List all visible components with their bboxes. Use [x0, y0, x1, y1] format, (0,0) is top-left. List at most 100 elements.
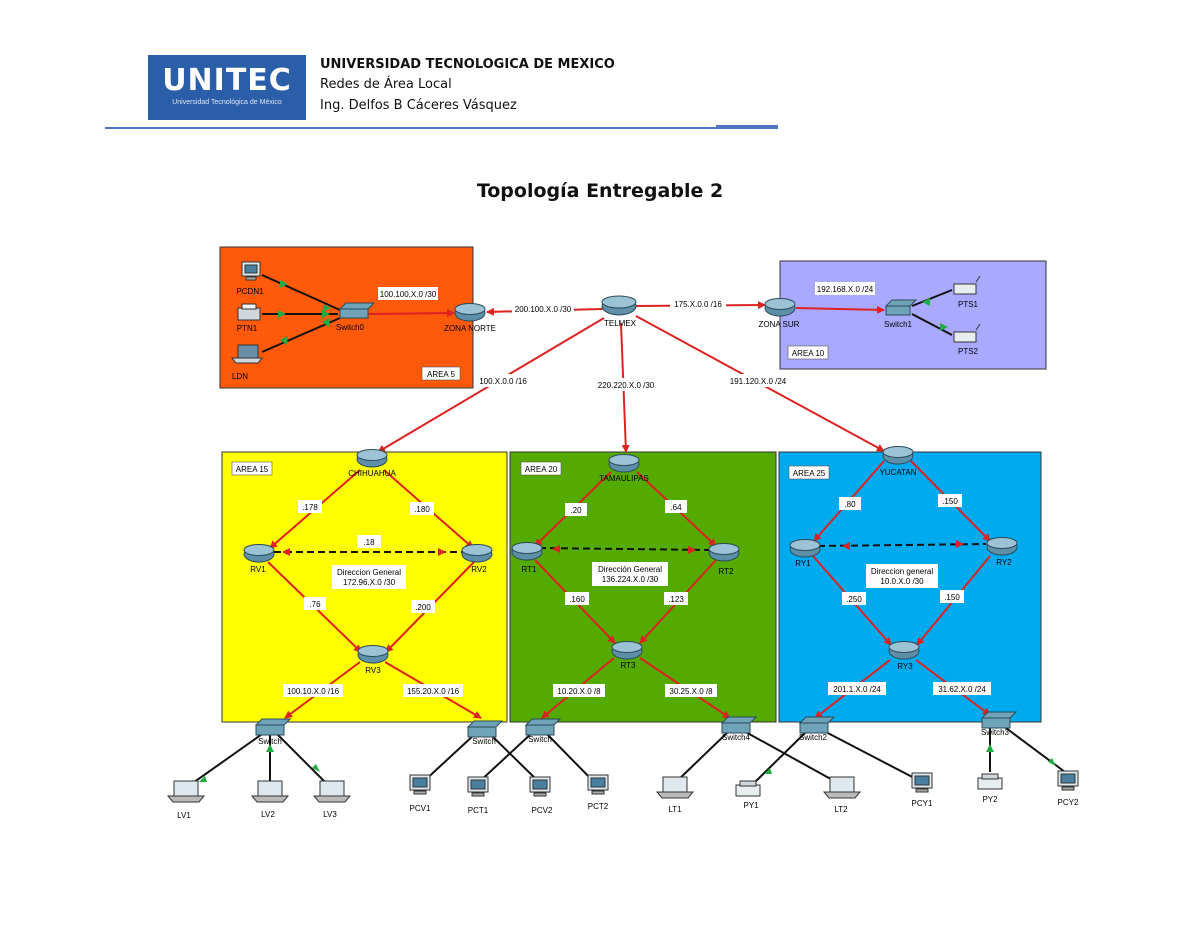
course-name: Redes de Área Local — [320, 77, 452, 92]
label-zona-norte: ZONA NORTE — [444, 324, 496, 333]
label-ch-rv2: .180 — [414, 505, 430, 514]
pc-pcy1-icon[interactable] — [911, 772, 933, 793]
laptop-lt1-icon[interactable] — [655, 776, 695, 799]
label-telmex-zn: 200.100.X.0 /30 — [515, 305, 572, 314]
router-zona-sur-icon[interactable] — [764, 298, 796, 317]
label-rv3-sw1: 100.10.X.0 /16 — [287, 687, 340, 696]
laptop-lt2-icon[interactable] — [822, 776, 862, 799]
router-tamaulipas-icon[interactable] — [608, 454, 640, 473]
switch0-icon[interactable] — [338, 302, 376, 319]
router-chihuahua-icon[interactable] — [356, 449, 388, 468]
laptop-lv1-icon[interactable] — [166, 780, 206, 803]
label-rt3: RT3 — [621, 661, 637, 670]
link-sw4-lt2 — [741, 729, 839, 784]
router-telmex-icon[interactable] — [601, 295, 637, 316]
router-rt1-icon[interactable] — [511, 542, 543, 561]
printer-ptn1-icon[interactable] — [237, 303, 261, 321]
dg-t-title: Dirección General — [598, 565, 662, 574]
router-rt2-icon[interactable] — [708, 543, 740, 562]
pc-pcv2-icon[interactable] — [529, 776, 551, 797]
router-rv2-icon[interactable] — [461, 544, 493, 563]
printer-py1-icon[interactable] — [735, 780, 761, 797]
switch-ch-right-icon[interactable] — [466, 720, 504, 738]
header-rule — [105, 127, 777, 129]
laptop-ldn-icon[interactable] — [230, 344, 264, 364]
label-pct1: PCT1 — [468, 806, 489, 815]
printer-py2-icon[interactable] — [977, 773, 1003, 790]
pc-pcdn1-icon[interactable] — [241, 261, 261, 281]
label-ry3-sw1: 201.1.X.0 /24 — [833, 685, 881, 694]
end-device-icons — [166, 261, 1079, 803]
area-10-label: AREA 10 — [792, 349, 825, 358]
pc-pct1-icon[interactable] — [467, 776, 489, 797]
link-sw2b-pcy1 — [821, 729, 921, 782]
router-ry2-icon[interactable] — [986, 537, 1018, 556]
router-rv3-icon[interactable] — [357, 645, 389, 664]
label-zona-sur: ZONA SUR — [759, 320, 800, 329]
label-sw-tm-right: Switch4 — [722, 733, 751, 742]
switch-ch-left-icon[interactable] — [254, 718, 292, 736]
link-rt1-rt2 — [538, 547, 713, 551]
label-rt2: RT2 — [719, 567, 735, 576]
laptop-lv3-icon[interactable] — [312, 780, 352, 803]
router-ry1-icon[interactable] — [789, 539, 821, 558]
label-sw-tm-left: Switch — [528, 735, 552, 744]
pc-pcy2-icon[interactable] — [1057, 770, 1079, 791]
label-tm-rt2: .64 — [670, 503, 682, 512]
dg-y-title: Direccion general — [871, 567, 933, 576]
link-sw2-pct2 — [544, 731, 596, 784]
label-pts1: PTS1 — [958, 300, 979, 309]
label-lt2: LT2 — [834, 805, 848, 814]
label-telmex-yu: 191.120.X.0 /24 — [730, 377, 787, 386]
link-pcdn1-switch0 — [261, 274, 341, 311]
label-telmex-ch: 100.X.0.0 /16 — [479, 377, 527, 386]
unitec-logo: UNITEC Universidad Tecnológica de México — [148, 55, 306, 120]
label-rv3: RV3 — [365, 666, 381, 675]
label-rv2-rv3: .200 — [415, 603, 431, 612]
pc-pct2-icon[interactable] — [587, 774, 609, 795]
switch-yu-left-icon[interactable] — [798, 716, 836, 734]
router-rt3-icon[interactable] — [611, 641, 643, 660]
label-ry1-ry3: .250 — [846, 595, 862, 604]
area-15-label: AREA 15 — [236, 465, 269, 474]
label-ry3: RY3 — [897, 662, 913, 671]
link-switch1-pts1 — [911, 289, 953, 307]
link-switch0-zona-norte — [362, 309, 455, 319]
area-5-label: AREA 5 — [427, 370, 456, 379]
link-switch1-pts2 — [911, 313, 953, 336]
switch1-icon[interactable] — [884, 299, 918, 316]
pc-pcv1-icon[interactable] — [409, 774, 431, 795]
label-rt2-rt3: .123 — [668, 595, 684, 604]
link-sw3-pcy2 — [1001, 724, 1066, 773]
link-labels: 100.100.X.0 /30 200.100.X.0 /30 175.X.0.… — [283, 282, 991, 697]
label-py1: PY1 — [743, 801, 759, 810]
label-zn-lan: 100.100.X.0 /30 — [380, 290, 437, 299]
label-ch-rv1: .178 — [302, 503, 318, 512]
label-pcdn1: PCDN1 — [236, 287, 264, 296]
switch-tm-right-icon[interactable] — [720, 716, 758, 734]
link-sw2b-py1 — [751, 729, 809, 786]
switch-yu-right-icon[interactable] — [980, 711, 1018, 729]
label-pts2: PTS2 — [958, 347, 979, 356]
router-zona-norte-icon[interactable] — [454, 303, 486, 322]
switch-tm-left-icon[interactable] — [524, 718, 562, 736]
router-ry3-icon[interactable] — [888, 641, 920, 660]
router-rv1-icon[interactable] — [243, 544, 275, 563]
label-yucatan: YUCATAN — [879, 468, 916, 477]
label-tm-rt1: .20 — [570, 506, 582, 515]
link-sw-pcv1 — [421, 733, 476, 784]
label-sw-yu-right: Switch3 — [981, 728, 1010, 737]
label-ry2-ry3: .150 — [944, 593, 960, 602]
printer-pts2-icon[interactable] — [953, 323, 981, 343]
label-pcy1: PCY1 — [912, 799, 933, 808]
label-rt3-sw2: 30.25.X.0 /8 — [669, 687, 713, 696]
laptop-lv2-icon[interactable] — [250, 780, 290, 803]
label-telmex: TELMEX — [604, 319, 637, 328]
area-25-label: AREA 25 — [793, 469, 826, 478]
router-yucatan-icon[interactable] — [882, 446, 914, 465]
link-sw2-pct1 — [477, 731, 534, 784]
printer-pts1-icon[interactable] — [953, 275, 981, 295]
dg-t-net: 136.224.X.0 /30 — [602, 575, 659, 584]
logo-text: UNITEC — [162, 63, 292, 98]
